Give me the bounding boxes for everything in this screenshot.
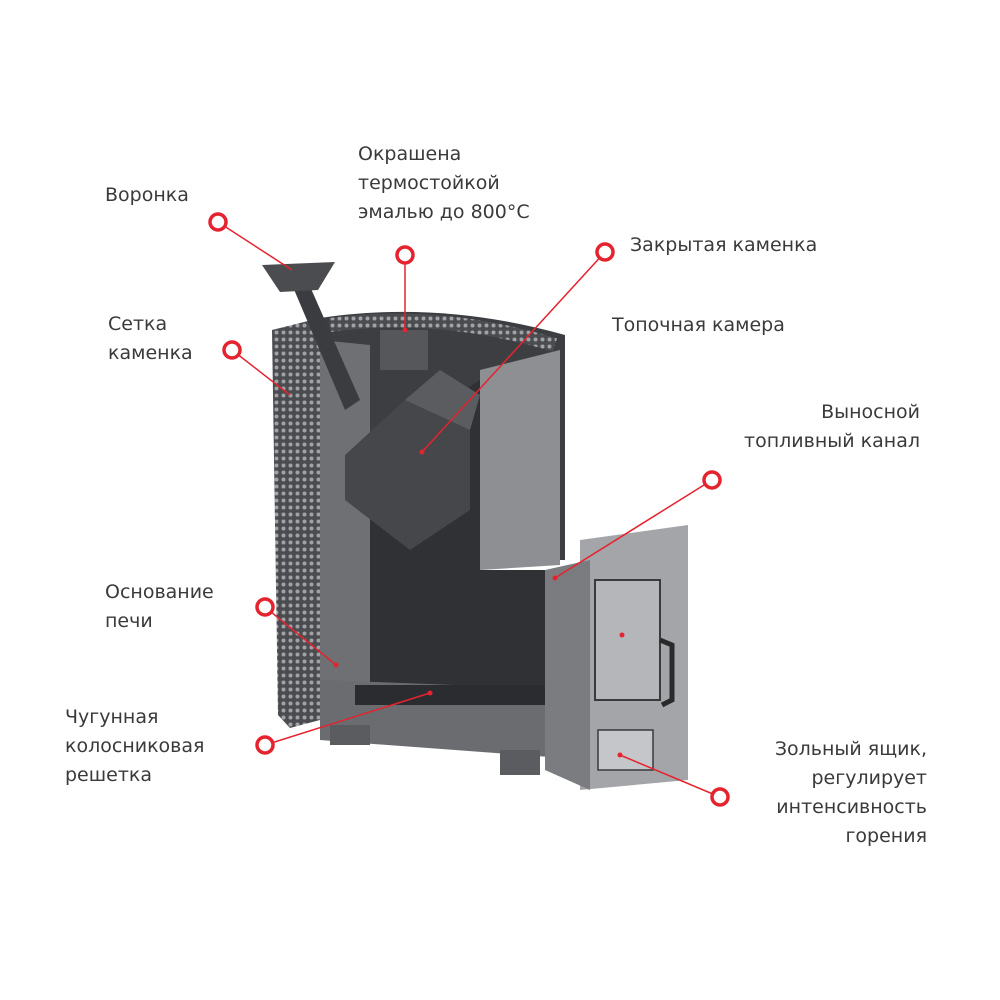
marker-icon	[395, 245, 415, 265]
leader-lines	[217, 221, 721, 798]
label-funnel: Воронка	[105, 184, 189, 206]
marker-icon	[255, 735, 275, 755]
marker-icon	[255, 597, 275, 617]
ash-box	[597, 729, 654, 771]
marker-icon	[702, 470, 722, 490]
funnel-pipe	[290, 275, 360, 410]
marker-icon	[208, 212, 228, 232]
marker-icon	[595, 242, 615, 262]
label-firebox: Топочная камера	[612, 314, 785, 336]
mesh-side	[272, 318, 320, 728]
marker-icon	[710, 787, 730, 807]
label-closed-heater: Закрытая каменка	[630, 234, 818, 256]
partition	[480, 350, 560, 570]
door	[594, 579, 661, 701]
funnel	[262, 262, 335, 292]
target-dots	[333, 327, 625, 758]
marker-icons	[208, 212, 730, 807]
marker-icon	[222, 340, 242, 360]
closed-heater-box	[345, 400, 470, 550]
